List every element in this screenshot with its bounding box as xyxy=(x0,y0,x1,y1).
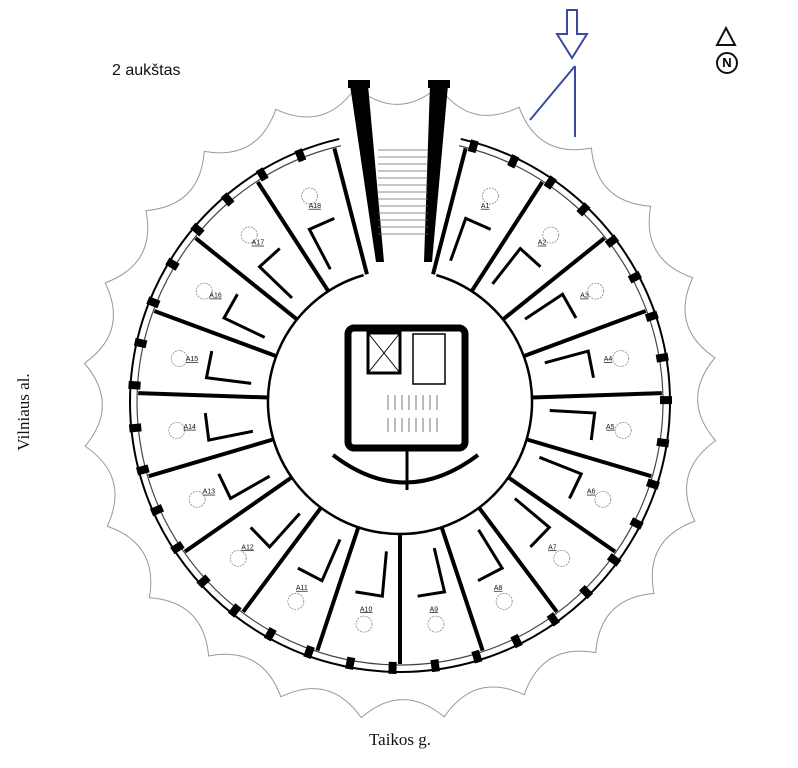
unit-label-a18: A18 xyxy=(309,203,322,210)
compass-north-letter: N xyxy=(716,52,738,74)
north-corridor xyxy=(348,80,450,262)
unit-label-a5: A5 xyxy=(606,424,615,431)
unit-label-a10: A10 xyxy=(360,606,373,613)
unit-label-a2: A2 xyxy=(538,240,547,247)
street-label-west: Vilniaus al. xyxy=(14,373,33,451)
stair-elevator-core xyxy=(331,324,480,490)
unit-label-a1: A1 xyxy=(481,203,490,210)
entrance-arrow xyxy=(529,9,589,137)
unit-label-a9: A9 xyxy=(430,606,439,613)
unit-label-a4: A4 xyxy=(604,356,613,363)
unit-label-a13: A13 xyxy=(203,489,216,496)
unit-label-a12: A12 xyxy=(241,544,254,551)
unit-label-a17: A17 xyxy=(252,240,265,247)
unit-label-a16: A16 xyxy=(209,293,222,300)
floor-label: 2 aukštas xyxy=(112,62,181,79)
unit-label-a3: A3 xyxy=(580,293,589,300)
street-label-south: Taikos g. xyxy=(368,730,432,749)
north-arrow-icon xyxy=(715,25,737,46)
unit-label-a14: A14 xyxy=(183,424,196,431)
unit-label-a11: A11 xyxy=(296,585,308,592)
unit-label-a15: A15 xyxy=(186,356,199,363)
unit-label-a8: A8 xyxy=(494,585,503,592)
unit-label-a7: A7 xyxy=(548,544,557,551)
building-walls xyxy=(128,137,673,675)
unit-label-a6: A6 xyxy=(587,489,596,496)
scalloped-canopy-outline xyxy=(83,85,717,719)
